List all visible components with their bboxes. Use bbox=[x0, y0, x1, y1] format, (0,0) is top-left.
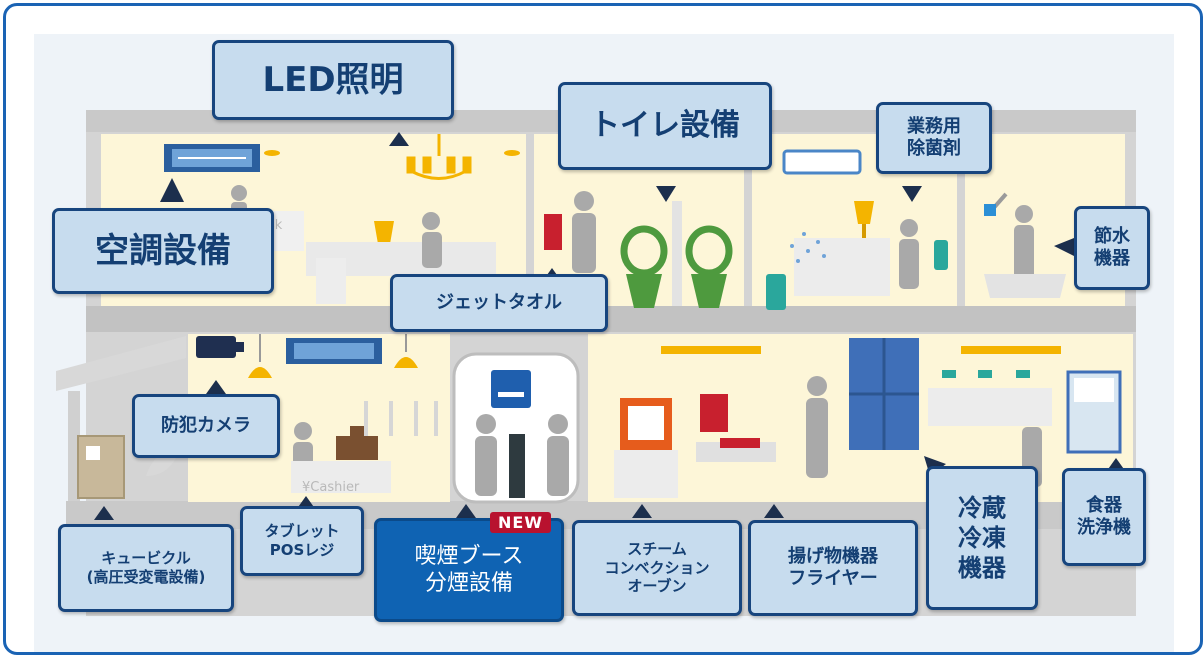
shop-chairs bbox=[364, 401, 438, 436]
person-icon bbox=[547, 414, 569, 496]
oven-icon bbox=[620, 398, 672, 450]
pendant-lamp-icon bbox=[248, 334, 272, 378]
label-smoking-booth: 喫煙ブース 分煙設備 bbox=[374, 518, 564, 622]
cashier-sign: ¥Cashier bbox=[302, 480, 360, 495]
strip-light-icon bbox=[661, 346, 761, 354]
pendant-lamp-icon bbox=[394, 334, 418, 368]
cubicle-icon bbox=[77, 435, 125, 499]
new-badge: NEW bbox=[490, 512, 551, 533]
label-cubicle: キュービクル (高圧受変電設備) bbox=[58, 524, 234, 612]
chandelier-icon bbox=[406, 134, 472, 180]
spray-bottle-icon bbox=[766, 274, 786, 310]
lamp-icon bbox=[854, 201, 874, 238]
hand-dryer-icon bbox=[544, 214, 562, 250]
label-fryer: 揚げ物機器 フライヤー bbox=[748, 520, 918, 616]
label-led-lighting: LED照明 bbox=[212, 40, 454, 120]
label-jet-towel: ジェットタオル bbox=[390, 274, 608, 332]
sink-counter bbox=[928, 388, 1052, 426]
dishwasher-icon bbox=[1066, 370, 1122, 454]
diagram-frame: esk ¥Cashier LED照明 トイレ設備 業務用 除菌剤 空調設備 節水… bbox=[3, 3, 1203, 655]
faucet-icon bbox=[1016, 370, 1030, 378]
plant bbox=[146, 454, 176, 476]
label-tablet-pos: タブレット POSレジ bbox=[240, 506, 364, 576]
bathtub bbox=[984, 274, 1066, 298]
awning bbox=[56, 336, 186, 391]
chair bbox=[316, 258, 346, 304]
toilet-icon bbox=[620, 225, 668, 308]
bed bbox=[794, 238, 890, 296]
stall-partition bbox=[672, 201, 682, 306]
aircon-unit-icon bbox=[164, 144, 260, 172]
oven-stand bbox=[614, 450, 678, 498]
label-dishwasher: 食器 洗浄機 bbox=[1062, 468, 1146, 566]
label-security-camera: 防犯カメラ bbox=[132, 394, 280, 458]
camera-icon bbox=[196, 336, 244, 358]
cubicle-mark bbox=[86, 446, 100, 460]
label-water-saving: 節水 機器 bbox=[1074, 206, 1150, 290]
wall-aircon-icon bbox=[782, 149, 862, 175]
counter bbox=[291, 461, 391, 493]
person-icon bbox=[899, 219, 919, 289]
no-smoking-sign-icon bbox=[491, 370, 531, 408]
sterilizer-bottle-icon bbox=[934, 240, 948, 270]
downlight-icon bbox=[504, 150, 520, 156]
person-icon bbox=[806, 376, 828, 478]
label-air-conditioning: 空調設備 bbox=[52, 208, 274, 294]
label-toilet-equipment: トイレ設備 bbox=[558, 82, 772, 170]
faucet-icon bbox=[942, 370, 956, 378]
fridge-icon bbox=[849, 338, 919, 450]
toilet-icon bbox=[685, 225, 733, 308]
shower-icon bbox=[984, 192, 1008, 216]
strip-light-icon bbox=[961, 346, 1061, 354]
person-icon bbox=[572, 191, 596, 273]
upper-floor-slab bbox=[86, 306, 1136, 332]
label-steam-oven: スチーム コンベクション オーブン bbox=[572, 520, 742, 616]
label-fridge: 冷蔵 冷凍 機器 bbox=[926, 466, 1038, 610]
person-icon bbox=[422, 212, 442, 268]
person-icon bbox=[475, 414, 497, 496]
downlight-icon bbox=[264, 150, 280, 156]
label-sterilizer: 業務用 除菌剤 bbox=[876, 102, 992, 174]
mist-dots bbox=[790, 232, 826, 263]
smoking-stand bbox=[509, 434, 525, 498]
fryer-icon bbox=[696, 394, 776, 462]
register-icon bbox=[336, 426, 378, 460]
faucet-icon bbox=[978, 370, 992, 378]
aircon-unit-lower-icon bbox=[286, 338, 382, 364]
